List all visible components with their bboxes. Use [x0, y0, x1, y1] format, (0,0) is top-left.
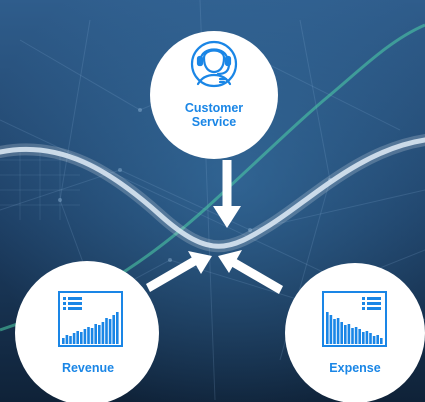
customer-service-label-line2: Service: [192, 115, 237, 129]
customer-service-label-line1: Customer: [185, 101, 243, 115]
rising-bar-chart-icon: [58, 291, 123, 347]
customer-service-headset-icon: [190, 40, 238, 88]
arrow-from-revenue: [146, 251, 212, 292]
grid-texture: [0, 150, 80, 220]
arrow-from-expense: [218, 250, 283, 294]
expense-node[interactable]: Expense: [285, 263, 425, 402]
revenue-circle: [15, 261, 159, 402]
wave-white-glow: [0, 134, 425, 253]
customer-service-node[interactable]: Customer Service: [150, 31, 278, 159]
arrow-down: [213, 160, 241, 228]
falling-bar-chart-icon: [322, 291, 387, 347]
wave-white: [0, 137, 425, 249]
expense-label: Expense: [329, 361, 380, 375]
revenue-node[interactable]: Revenue: [15, 261, 159, 402]
revenue-label: Revenue: [62, 361, 114, 375]
customer-service-circle: [150, 31, 278, 159]
